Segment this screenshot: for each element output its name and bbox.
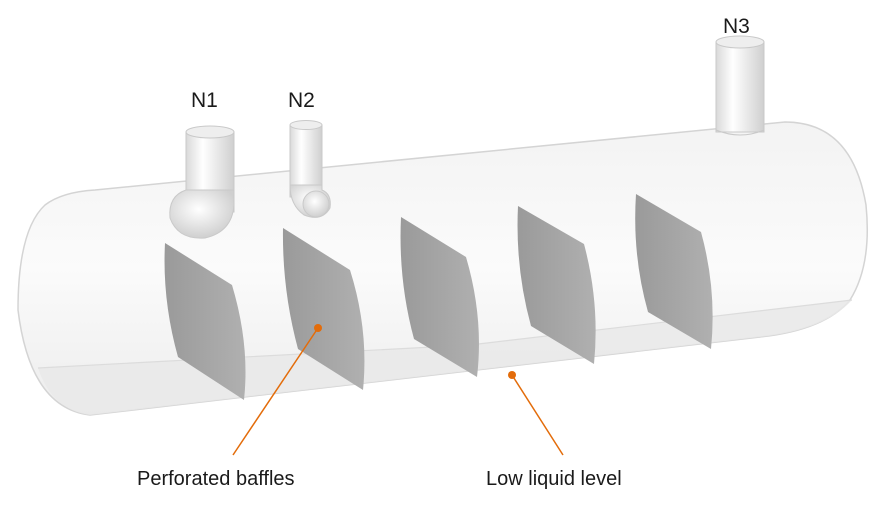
nozzle-label-n3: N3	[723, 15, 750, 38]
nozzle-n3	[715, 35, 765, 136]
baffle-1	[164, 243, 246, 400]
callout-liquid	[508, 371, 564, 456]
nozzle-label-n1: N1	[191, 89, 218, 112]
baffle-5	[635, 194, 713, 349]
callout-liquid-dot	[508, 371, 516, 379]
nozzle-n2	[289, 120, 331, 218]
baffle-4	[517, 206, 596, 364]
nozzle-label-n2: N2	[288, 89, 315, 112]
callout-baffles-dot	[314, 324, 322, 332]
callout-liquid-label: Low liquid level	[486, 468, 622, 490]
callout-baffles	[232, 324, 322, 456]
baffles-group	[164, 194, 713, 400]
nozzle-n1	[169, 125, 235, 239]
callout-baffles-label: Perforated baffles	[137, 468, 295, 490]
baffle-3	[400, 217, 479, 377]
